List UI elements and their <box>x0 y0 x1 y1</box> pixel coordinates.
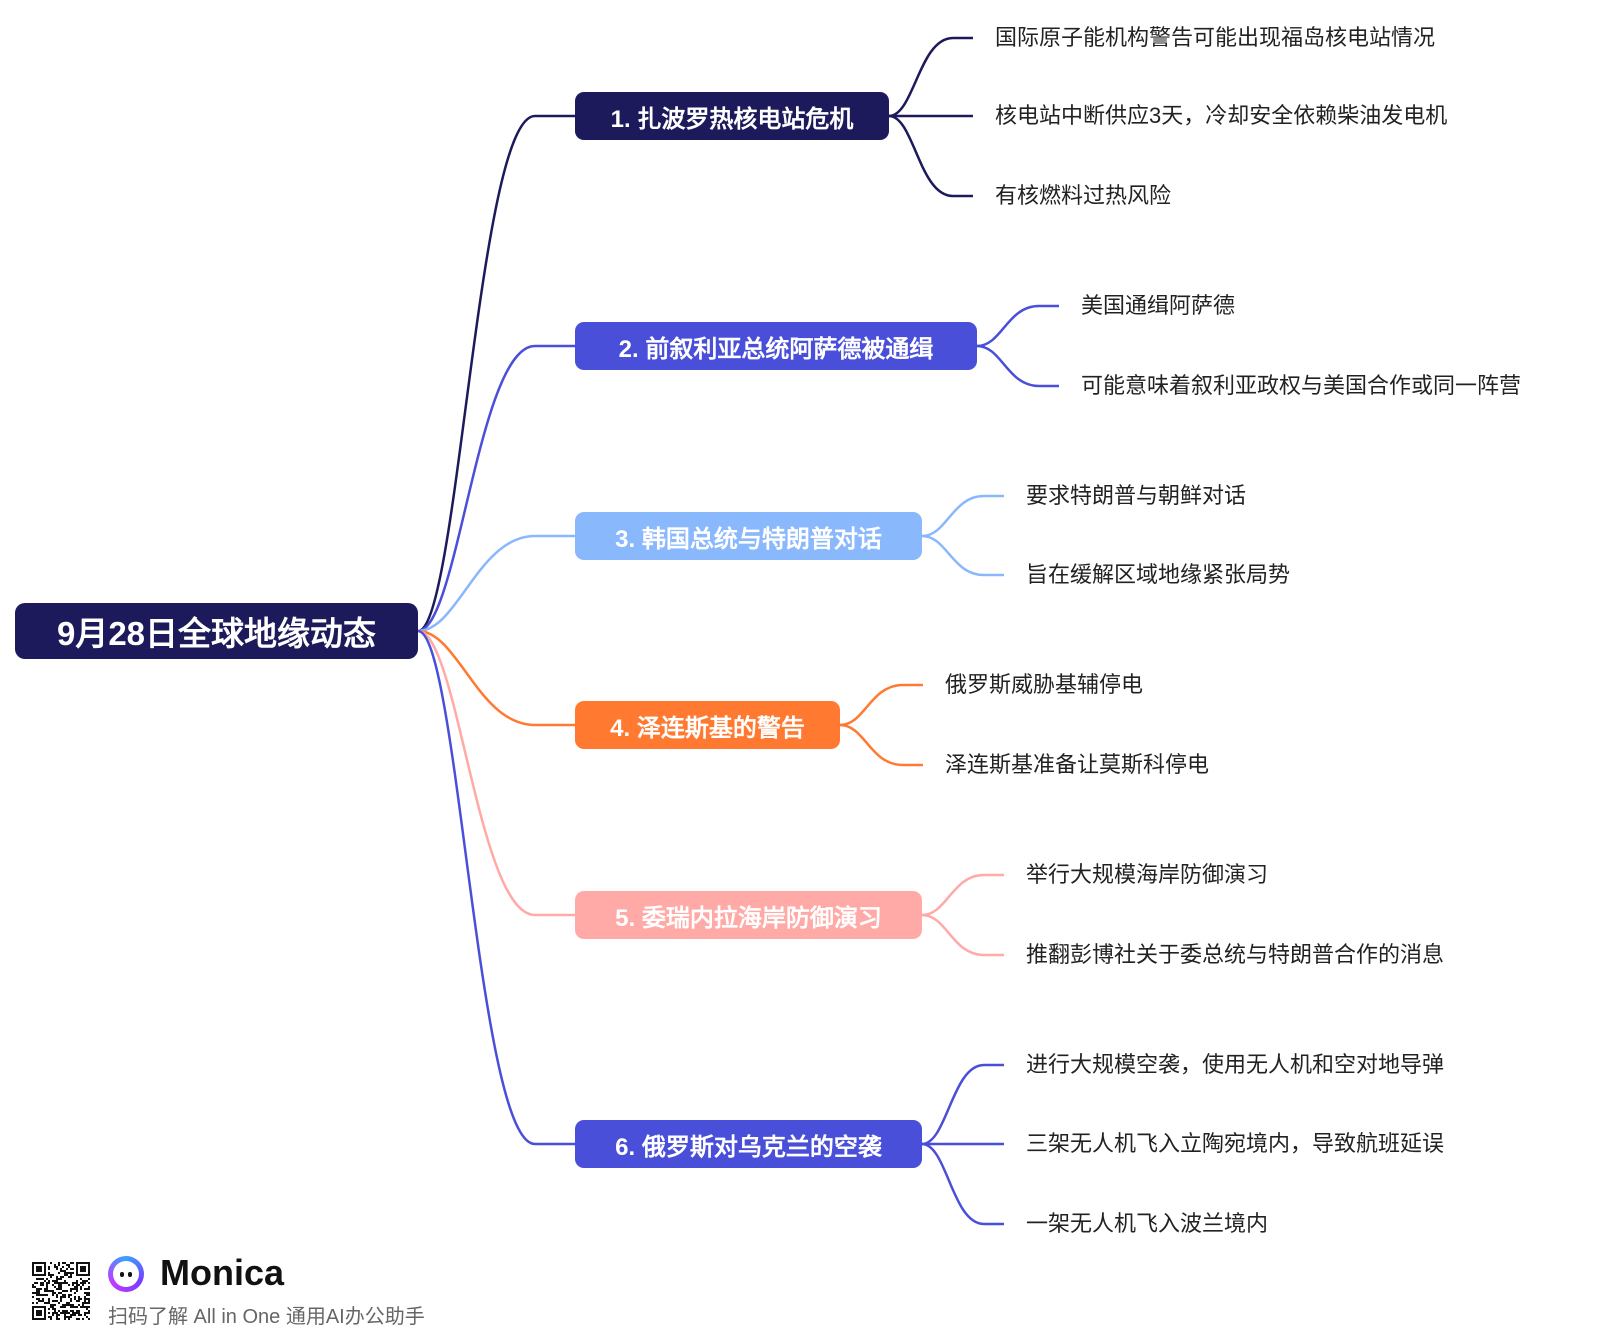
root-branch-connector <box>417 629 575 917</box>
branch-leaf-connector <box>921 1063 1004 1146</box>
root-branch-connector <box>417 344 575 633</box>
branch-leaf-connector <box>839 683 923 727</box>
branch-leaf-connector <box>921 1142 1004 1226</box>
leaf-node[interactable]: 三架无人机飞入立陶宛境内，导致航班延误 <box>1026 1131 1445 1156</box>
branch-node-4[interactable]: 4. 泽连斯基的警告 <box>575 701 840 749</box>
leaf-node[interactable]: 核电站中断供应3天，冷却安全依赖柴油发电机 <box>995 103 1448 128</box>
root-branch-connector <box>417 114 575 633</box>
branch-leaf-connector <box>976 344 1059 388</box>
branch-node-6[interactable]: 6. 俄罗斯对乌克兰的空袭 <box>575 1120 922 1168</box>
branch-node-2[interactable]: 2. 前叙利亚总统阿萨德被通缉 <box>575 322 977 370</box>
brand-name: Monica <box>160 1252 285 1293</box>
leaf-node[interactable]: 要求特朗普与朝鲜对话 <box>1026 483 1247 508</box>
branch-leaf-connector <box>976 304 1059 348</box>
qr-code-icon <box>32 1262 90 1320</box>
root-branch-connector <box>417 629 575 1146</box>
leaf-node[interactable]: 泽连斯基准备让莫斯科停电 <box>945 752 1210 777</box>
leaf-node[interactable]: 一架无人机飞入波兰境内 <box>1026 1211 1269 1236</box>
root-branch-connector <box>417 534 575 633</box>
branch-leaf-connector <box>921 913 1004 957</box>
root-node[interactable]: 9月28日全球地缘动态 <box>15 603 418 659</box>
leaf-node[interactable]: 有核燃料过热风险 <box>995 183 1172 208</box>
branch-leaf-connector <box>921 873 1004 917</box>
branch-leaf-connector <box>888 36 973 118</box>
root-branch-connector <box>417 629 575 727</box>
branch-leaf-connector <box>921 534 1004 577</box>
leaf-node[interactable]: 俄罗斯威胁基辅停电 <box>945 672 1144 697</box>
leaf-node[interactable]: 旨在缓解区域地缘紧张局势 <box>1026 562 1291 587</box>
branch-node-5[interactable]: 5. 委瑞内拉海岸防御演习 <box>575 891 922 939</box>
branch-leaf-connector <box>839 723 923 767</box>
branch-leaf-connector <box>921 494 1004 538</box>
leaf-node[interactable]: 美国通缉阿萨德 <box>1081 293 1236 318</box>
leaf-node[interactable]: 可能意味着叙利亚政权与美国合作或同一阵营 <box>1081 373 1522 398</box>
branch-node-1[interactable]: 1. 扎波罗热核电站危机 <box>575 92 889 140</box>
leaf-node[interactable]: 进行大规模空袭，使用无人机和空对地导弹 <box>1026 1052 1445 1077</box>
leaf-node[interactable]: 国际原子能机构警告可能出现福岛核电站情况 <box>995 25 1436 50</box>
branch-leaf-connector <box>888 114 973 198</box>
footer-tagline: 扫码了解 All in One 通用AI办公助手 <box>108 1306 425 1328</box>
monica-logo-icon <box>108 1256 144 1292</box>
leaf-node[interactable]: 推翻彭博社关于委总统与特朗普合作的消息 <box>1026 942 1445 967</box>
leaf-node[interactable]: 举行大规模海岸防御演习 <box>1026 862 1269 887</box>
branch-node-3[interactable]: 3. 韩国总统与特朗普对话 <box>575 512 922 560</box>
